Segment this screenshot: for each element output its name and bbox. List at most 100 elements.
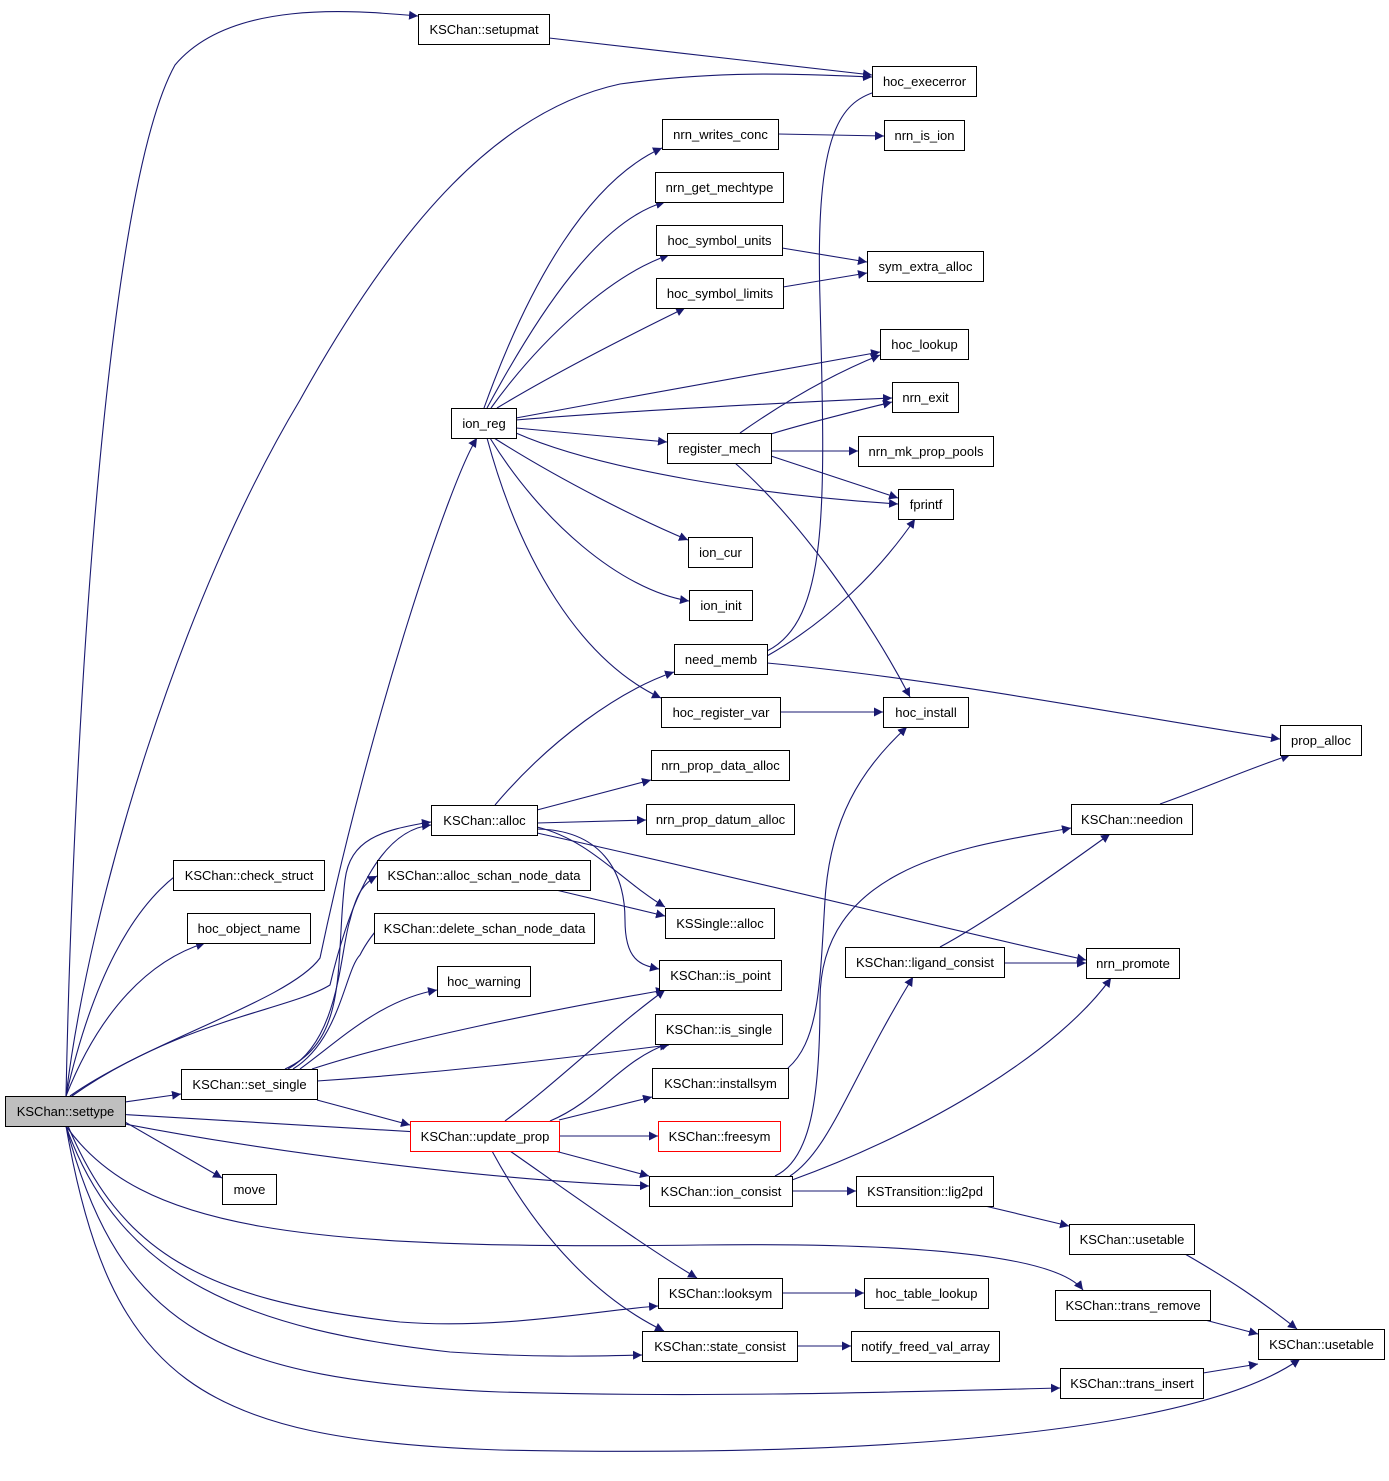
node-update-prop[interactable]: KSChan::update_prop: [410, 1121, 560, 1152]
edge-settype-to-hoc_object_name: [65, 941, 206, 1097]
node-hoc-lookup[interactable]: hoc_lookup: [880, 329, 969, 360]
edge-ion_reg-to-fprintf: [515, 432, 899, 508]
node-check-struct[interactable]: KSChan::check_struct: [173, 860, 325, 891]
node-needion[interactable]: KSChan::needion: [1071, 804, 1193, 835]
node-box: [892, 382, 959, 413]
edge-settype-to-ion_consist: [124, 1123, 650, 1191]
node-box: [377, 860, 591, 891]
node-box: [5, 1096, 126, 1127]
node-state-consist[interactable]: KSChan::state_consist: [642, 1331, 798, 1362]
node-label: nrn_prop_datum_alloc: [656, 812, 786, 827]
edge-set_single-to-alloc: [284, 818, 432, 1070]
node-settype[interactable]: KSChan::settype: [5, 1096, 126, 1127]
node-looksym[interactable]: KSChan::looksym: [658, 1278, 783, 1309]
node-kssingle-alloc[interactable]: KSSingle::alloc: [665, 908, 775, 939]
node-hoc-warning[interactable]: hoc_warning: [437, 966, 531, 997]
node-hoc-register-var[interactable]: hoc_register_var: [661, 697, 781, 728]
edge-ion_reg-to-register_mech: [515, 427, 668, 446]
edge-alloc-to-kssingle_alloc: [536, 826, 666, 908]
node-fprintf[interactable]: fprintf: [898, 489, 954, 520]
nodes-layer: KSChan::settype KSChan::setupmathoc_exece…: [5, 14, 1385, 1399]
node-setupmat[interactable]: KSChan::setupmat: [418, 14, 550, 45]
node-label: need_memb: [685, 652, 757, 667]
node-box: [1086, 948, 1180, 979]
node-label: KSChan::looksym: [669, 1286, 772, 1301]
node-ion-init[interactable]: ion_init: [689, 590, 753, 621]
node-label: KSSingle::alloc: [676, 916, 764, 931]
edge-needion-to-prop_alloc: [1159, 753, 1291, 805]
edge-register_mech-to-hoc_lookup: [739, 354, 881, 434]
node-box: [674, 644, 768, 675]
node-lig2pd[interactable]: KSTransition::lig2pd: [856, 1176, 994, 1207]
node-hoc-table-lookup[interactable]: hoc_table_lookup: [864, 1278, 989, 1309]
edge-settype-to-trans_remove: [65, 1125, 1084, 1291]
node-is-single[interactable]: KSChan::is_single: [655, 1014, 783, 1045]
node-box: [649, 1176, 793, 1207]
edge-ion_reg-to-nrn_writes_conc: [483, 147, 663, 409]
node-box: [187, 913, 311, 944]
edge-register_mech-to-fprintf: [770, 455, 899, 500]
edge-lig2pd-to-usetable1: [984, 1205, 1070, 1229]
node-trans-remove[interactable]: KSChan::trans_remove: [1055, 1290, 1211, 1321]
node-hoc-execerror[interactable]: hoc_execerror: [872, 66, 977, 97]
node-hoc-install[interactable]: hoc_install: [883, 697, 969, 728]
node-label: KSTransition::lig2pd: [867, 1184, 983, 1199]
node-label: hoc_object_name: [198, 921, 301, 936]
node-box: [1071, 804, 1193, 835]
node-set-single[interactable]: KSChan::set_single: [181, 1069, 318, 1100]
node-notify-freed-val-array[interactable]: notify_freed_val_array: [851, 1331, 1000, 1362]
node-prop-alloc[interactable]: prop_alloc: [1280, 725, 1362, 756]
node-usetable1[interactable]: KSChan::usetable: [1069, 1224, 1195, 1255]
node-freesym[interactable]: KSChan::freesym: [658, 1121, 781, 1152]
node-box: [658, 1278, 783, 1309]
node-trans-insert[interactable]: KSChan::trans_insert: [1060, 1368, 1204, 1399]
edge-set_single-to-is_single: [316, 1041, 670, 1082]
node-need-memb[interactable]: need_memb: [674, 644, 768, 675]
edge-update_prop-to-is_point: [504, 989, 666, 1122]
node-ion-cur[interactable]: ion_cur: [688, 537, 753, 568]
node-register-mech[interactable]: register_mech: [667, 433, 772, 464]
node-alloc-schan-node-data[interactable]: KSChan::alloc_schan_node_data: [377, 860, 591, 891]
node-ion-consist[interactable]: KSChan::ion_consist: [649, 1176, 793, 1207]
node-installsym[interactable]: KSChan::installsym: [652, 1068, 789, 1099]
node-label: hoc_warning: [447, 974, 521, 989]
edge-update_prop-to-is_single: [549, 1041, 671, 1122]
node-ligand-consist[interactable]: KSChan::ligand_consist: [845, 947, 1005, 978]
node-hoc-symbol-units[interactable]: hoc_symbol_units: [656, 225, 783, 256]
node-delete-schan-node-data[interactable]: KSChan::delete_schan_node_data: [374, 913, 595, 944]
node-sym-extra-alloc[interactable]: sym_extra_alloc: [867, 251, 984, 282]
edge-settype-to-alloc: [71, 821, 432, 1097]
node-is-point[interactable]: KSChan::is_point: [659, 960, 782, 991]
node-box: [642, 1331, 798, 1362]
edge-ion_consist-to-ligand_consist: [789, 976, 914, 1177]
node-nrn-promote[interactable]: nrn_promote: [1086, 948, 1180, 979]
node-nrn-prop-data-alloc[interactable]: nrn_prop_data_alloc: [651, 750, 790, 781]
node-nrn-prop-datum-alloc[interactable]: nrn_prop_datum_alloc: [646, 804, 795, 835]
edge-ion_reg-to-nrn_exit: [515, 393, 893, 421]
node-nrn-get-mechtype[interactable]: nrn_get_mechtype: [655, 172, 784, 203]
node-nrn-is-ion[interactable]: nrn_is_ion: [884, 120, 965, 151]
node-nrn-mk-prop-pools[interactable]: nrn_mk_prop_pools: [858, 436, 994, 467]
node-box: [646, 804, 795, 835]
edge-settype-to-state_consist: [65, 1125, 643, 1360]
node-nrn-exit[interactable]: nrn_exit: [892, 382, 959, 413]
node-alloc[interactable]: KSChan::alloc: [431, 805, 538, 836]
node-box: [651, 750, 790, 781]
node-label: KSChan::alloc_schan_node_data: [388, 868, 582, 883]
node-box: [864, 1278, 989, 1309]
node-label: KSChan::usetable: [1269, 1337, 1374, 1352]
node-box: [659, 960, 782, 991]
node-label: KSChan::needion: [1081, 812, 1183, 827]
node-box: [655, 1014, 783, 1045]
node-usetable2[interactable]: KSChan::usetable: [1258, 1329, 1385, 1360]
node-label: KSChan::trans_remove: [1065, 1298, 1200, 1313]
node-nrn-writes-conc[interactable]: nrn_writes_conc: [662, 119, 779, 150]
edge-set_single-to-is_point: [311, 987, 666, 1070]
node-hoc-symbol-limits[interactable]: hoc_symbol_limits: [656, 278, 784, 309]
node-hoc-object-name[interactable]: hoc_object_name: [187, 913, 311, 944]
node-move[interactable]: move: [222, 1174, 277, 1205]
edge-ion_consist-to-nrn_promote: [791, 977, 1112, 1181]
node-ion-reg[interactable]: ion_reg: [451, 408, 517, 439]
edge-ion_reg-to-hoc_lookup: [515, 349, 881, 419]
